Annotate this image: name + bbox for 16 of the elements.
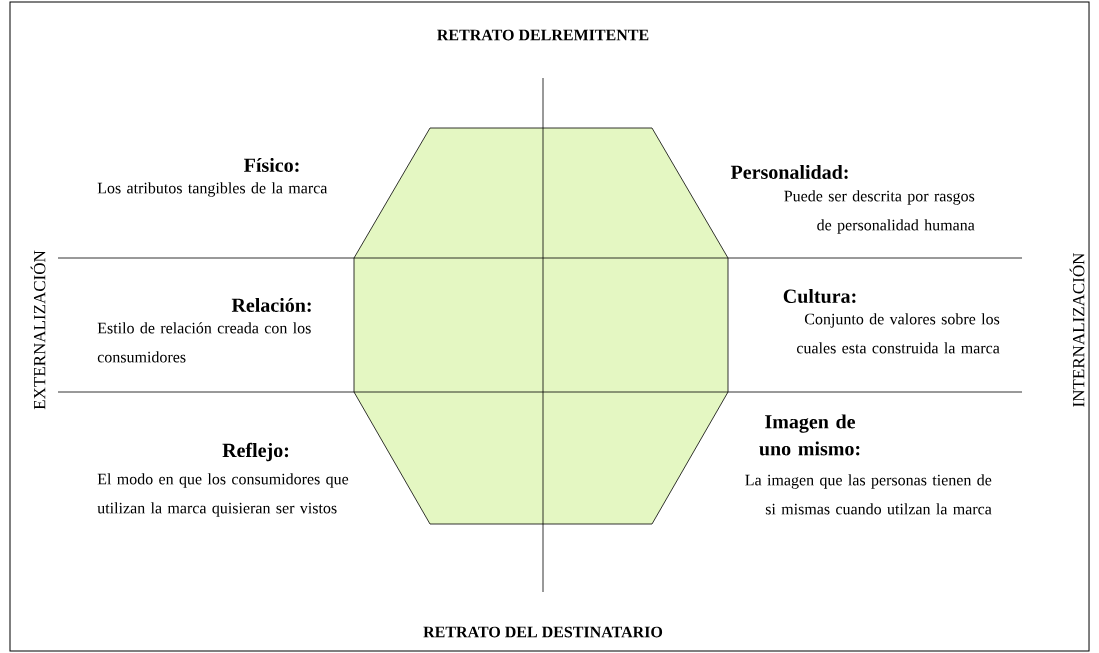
facet-heading: Reflejo: [222,442,289,462]
facet-heading: Personalidad: [730,164,848,180]
axis-label: INTERNALIZACIÓN [1069,252,1085,407]
axis-label: EXTERNALIZACIÓN [30,250,46,410]
facet-description: La imagen que las personas tienen de si mismas cuando utilzan la marca [745,474,992,515]
facet-heading: Relación: [231,297,311,313]
facet-description: Conjunto de valores sobre los cuales esta construida la marca [796,313,1000,354]
facet-heading: Físico: [244,157,299,173]
facet-description: Estilo de relación creada con los consumidores [97,322,311,363]
facet-description: Los atributos tangibles de la marca [97,182,328,197]
axis-label: RETRATO DELREMITENTE [437,29,649,41]
facet-description: Puede ser descrita por rasgos de personalidad humana [784,190,975,234]
facet-heading: Imagen de uno mismo: [759,414,860,456]
facet-description: El modo en que los consumidores que utilizan la marca quisieran ser vistos [97,473,349,517]
axis-label: RETRATO DEL DESTINATARIO [423,626,663,638]
facet-heading: Cultura: [783,288,856,304]
